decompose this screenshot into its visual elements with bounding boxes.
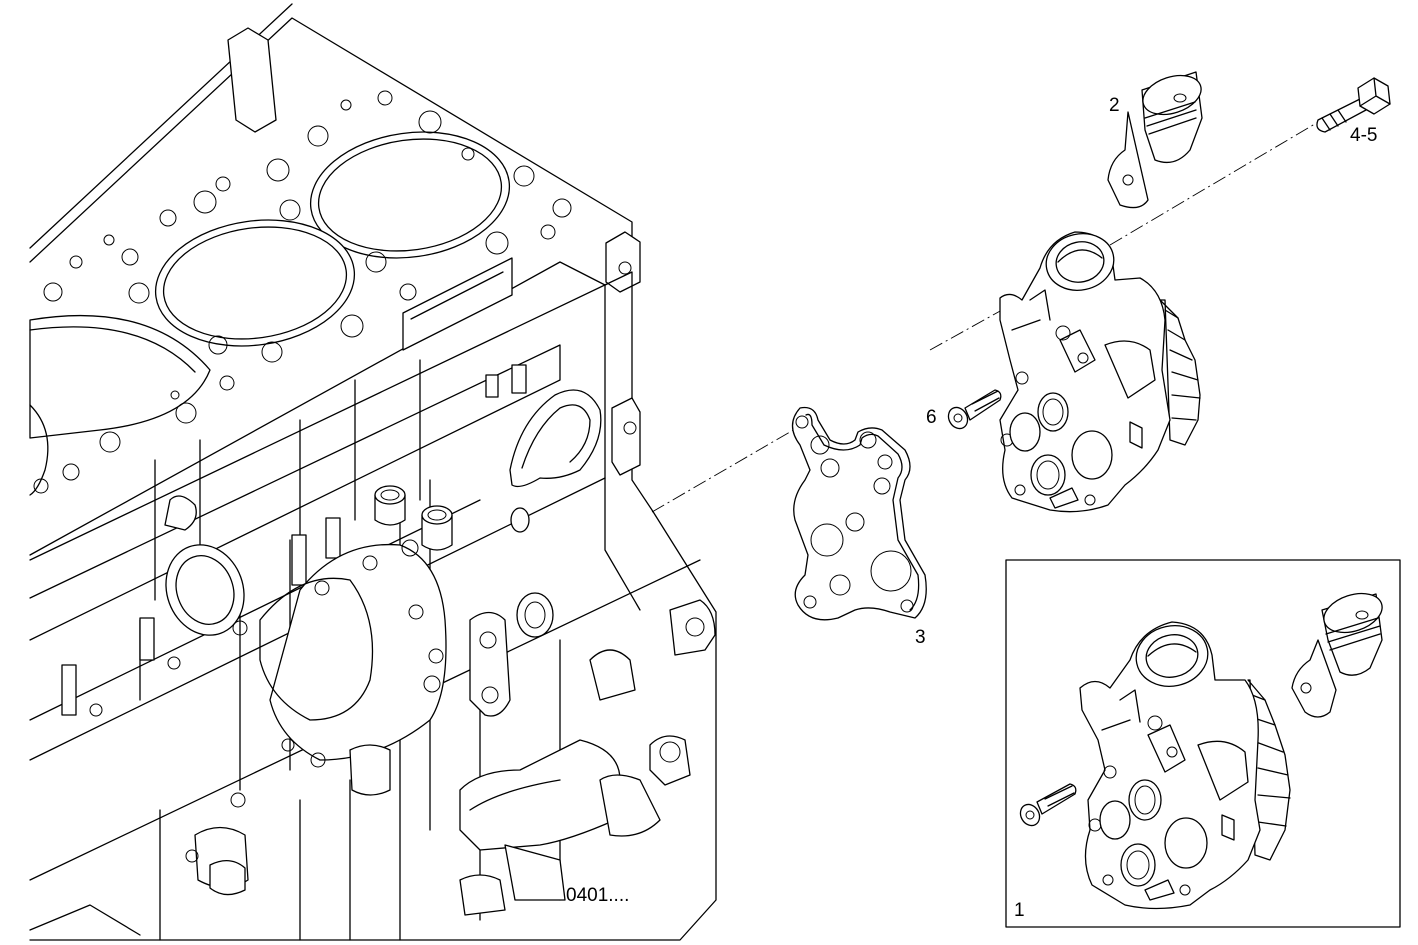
plug-fitting — [1107, 71, 1203, 209]
inset-plug-fitting — [1291, 592, 1383, 718]
inset-screw — [1019, 783, 1077, 827]
callout-gasket: 3 — [915, 627, 926, 648]
high-pressure-pump — [999, 231, 1201, 513]
gasket — [791, 406, 927, 621]
inset-frame — [1005, 559, 1401, 928]
inset-high-pressure-pump — [1079, 621, 1291, 910]
callout-kit-pump-assembly: 1 — [1014, 900, 1025, 921]
engine-block — [29, 3, 717, 941]
screw — [947, 389, 1002, 430]
callout-bolt-upper: 4-5 — [1350, 125, 1378, 146]
callout-screw: 6 — [926, 407, 937, 428]
assembly-centerline — [651, 114, 1331, 513]
drawing-code: 0401.... — [566, 885, 630, 906]
callout-plug: 2 — [1109, 95, 1120, 116]
bolt-upper — [1316, 77, 1391, 133]
